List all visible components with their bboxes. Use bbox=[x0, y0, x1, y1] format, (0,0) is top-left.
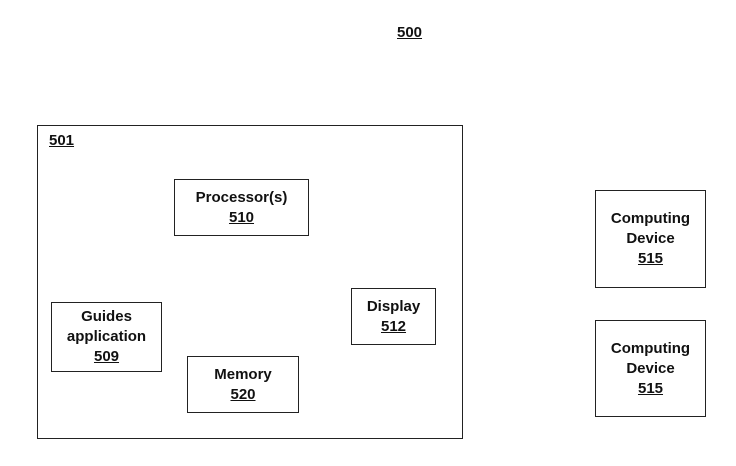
processor-label: Processor(s) bbox=[195, 188, 288, 206]
device-ref: 515 bbox=[637, 250, 664, 267]
figure-ref: 500 bbox=[397, 24, 423, 41]
display-ref: 512 bbox=[380, 317, 407, 335]
display-label: Display bbox=[366, 297, 421, 315]
guides-label-line2: application bbox=[66, 328, 147, 345]
system-ref: 501 bbox=[49, 132, 75, 149]
computing-device-box: Computing Device 515 bbox=[595, 190, 706, 288]
memory-box: Memory 520 bbox=[187, 356, 299, 413]
device-ref: 515 bbox=[637, 379, 664, 397]
memory-ref: 520 bbox=[230, 385, 256, 403]
device-label-line2: Device bbox=[626, 230, 675, 247]
computing-device-box: Computing Device 515 bbox=[595, 320, 706, 417]
processor-box: Processor(s) 510 bbox=[174, 179, 309, 236]
guides-ref: 509 bbox=[93, 348, 120, 365]
memory-label: Memory bbox=[214, 365, 272, 383]
guides-label-line1: Guides bbox=[81, 308, 132, 325]
system-box: 501 bbox=[37, 125, 463, 439]
processor-ref: 510 bbox=[228, 208, 255, 226]
device-label-line2: Device bbox=[626, 359, 675, 377]
device-label-line1: Computing bbox=[610, 210, 691, 227]
device-label-line1: Computing bbox=[610, 339, 691, 357]
guides-application-box: Guides application 509 bbox=[51, 302, 162, 372]
display-box: Display 512 bbox=[351, 288, 436, 345]
